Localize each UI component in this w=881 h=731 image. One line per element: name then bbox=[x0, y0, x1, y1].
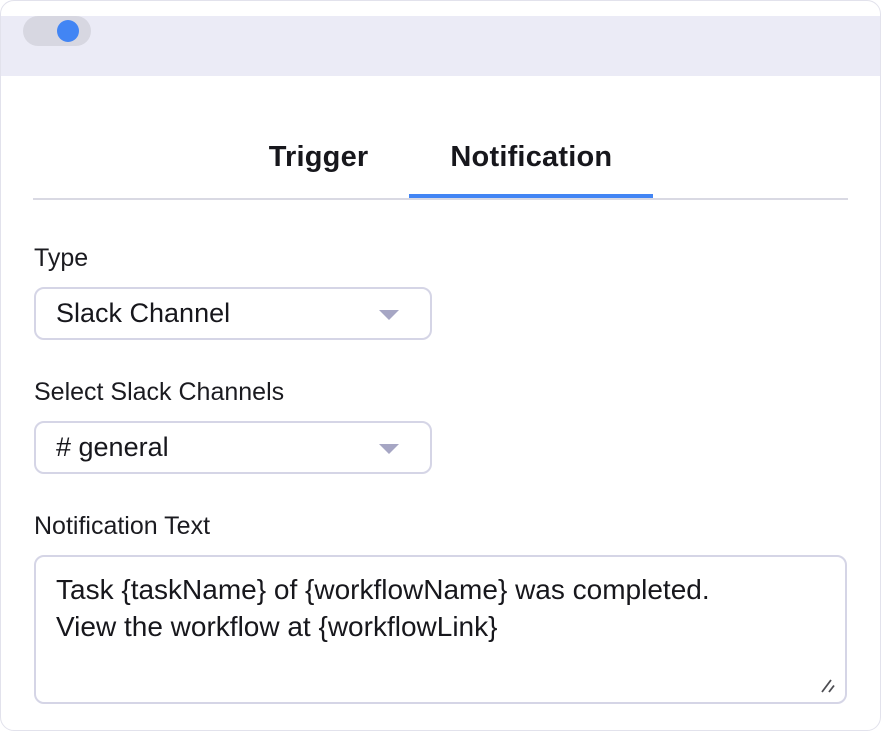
channels-select-value: # general bbox=[56, 432, 169, 462]
type-select[interactable]: Slack Channel bbox=[34, 287, 432, 340]
chevron-down-icon bbox=[379, 309, 399, 320]
channels-label: Select Slack Channels bbox=[34, 378, 285, 406]
channels-select[interactable]: # general bbox=[34, 421, 432, 474]
tab-divider bbox=[33, 198, 848, 200]
type-select-value: Slack Channel bbox=[56, 298, 231, 328]
notification-form: Type Slack Channel Select Slack Channels… bbox=[1, 244, 880, 704]
tab-notification[interactable]: Notification bbox=[409, 131, 654, 198]
type-label: Type bbox=[34, 244, 89, 272]
toggle-thumb-icon bbox=[57, 20, 79, 42]
notification-text-wrap: Task {taskName} of {workflowName} was co… bbox=[34, 555, 847, 704]
resize-handle-icon[interactable] bbox=[820, 678, 836, 694]
enable-notifications-toggle[interactable] bbox=[23, 16, 91, 46]
panel-header bbox=[1, 16, 880, 76]
notification-text-input[interactable]: Task {taskName} of {workflowName} was co… bbox=[34, 555, 847, 704]
notification-text-label: Notification Text bbox=[34, 512, 211, 540]
chevron-down-icon bbox=[379, 443, 399, 454]
tab-trigger[interactable]: Trigger bbox=[268, 141, 369, 173]
tab-bar: Trigger Notification bbox=[1, 131, 880, 198]
